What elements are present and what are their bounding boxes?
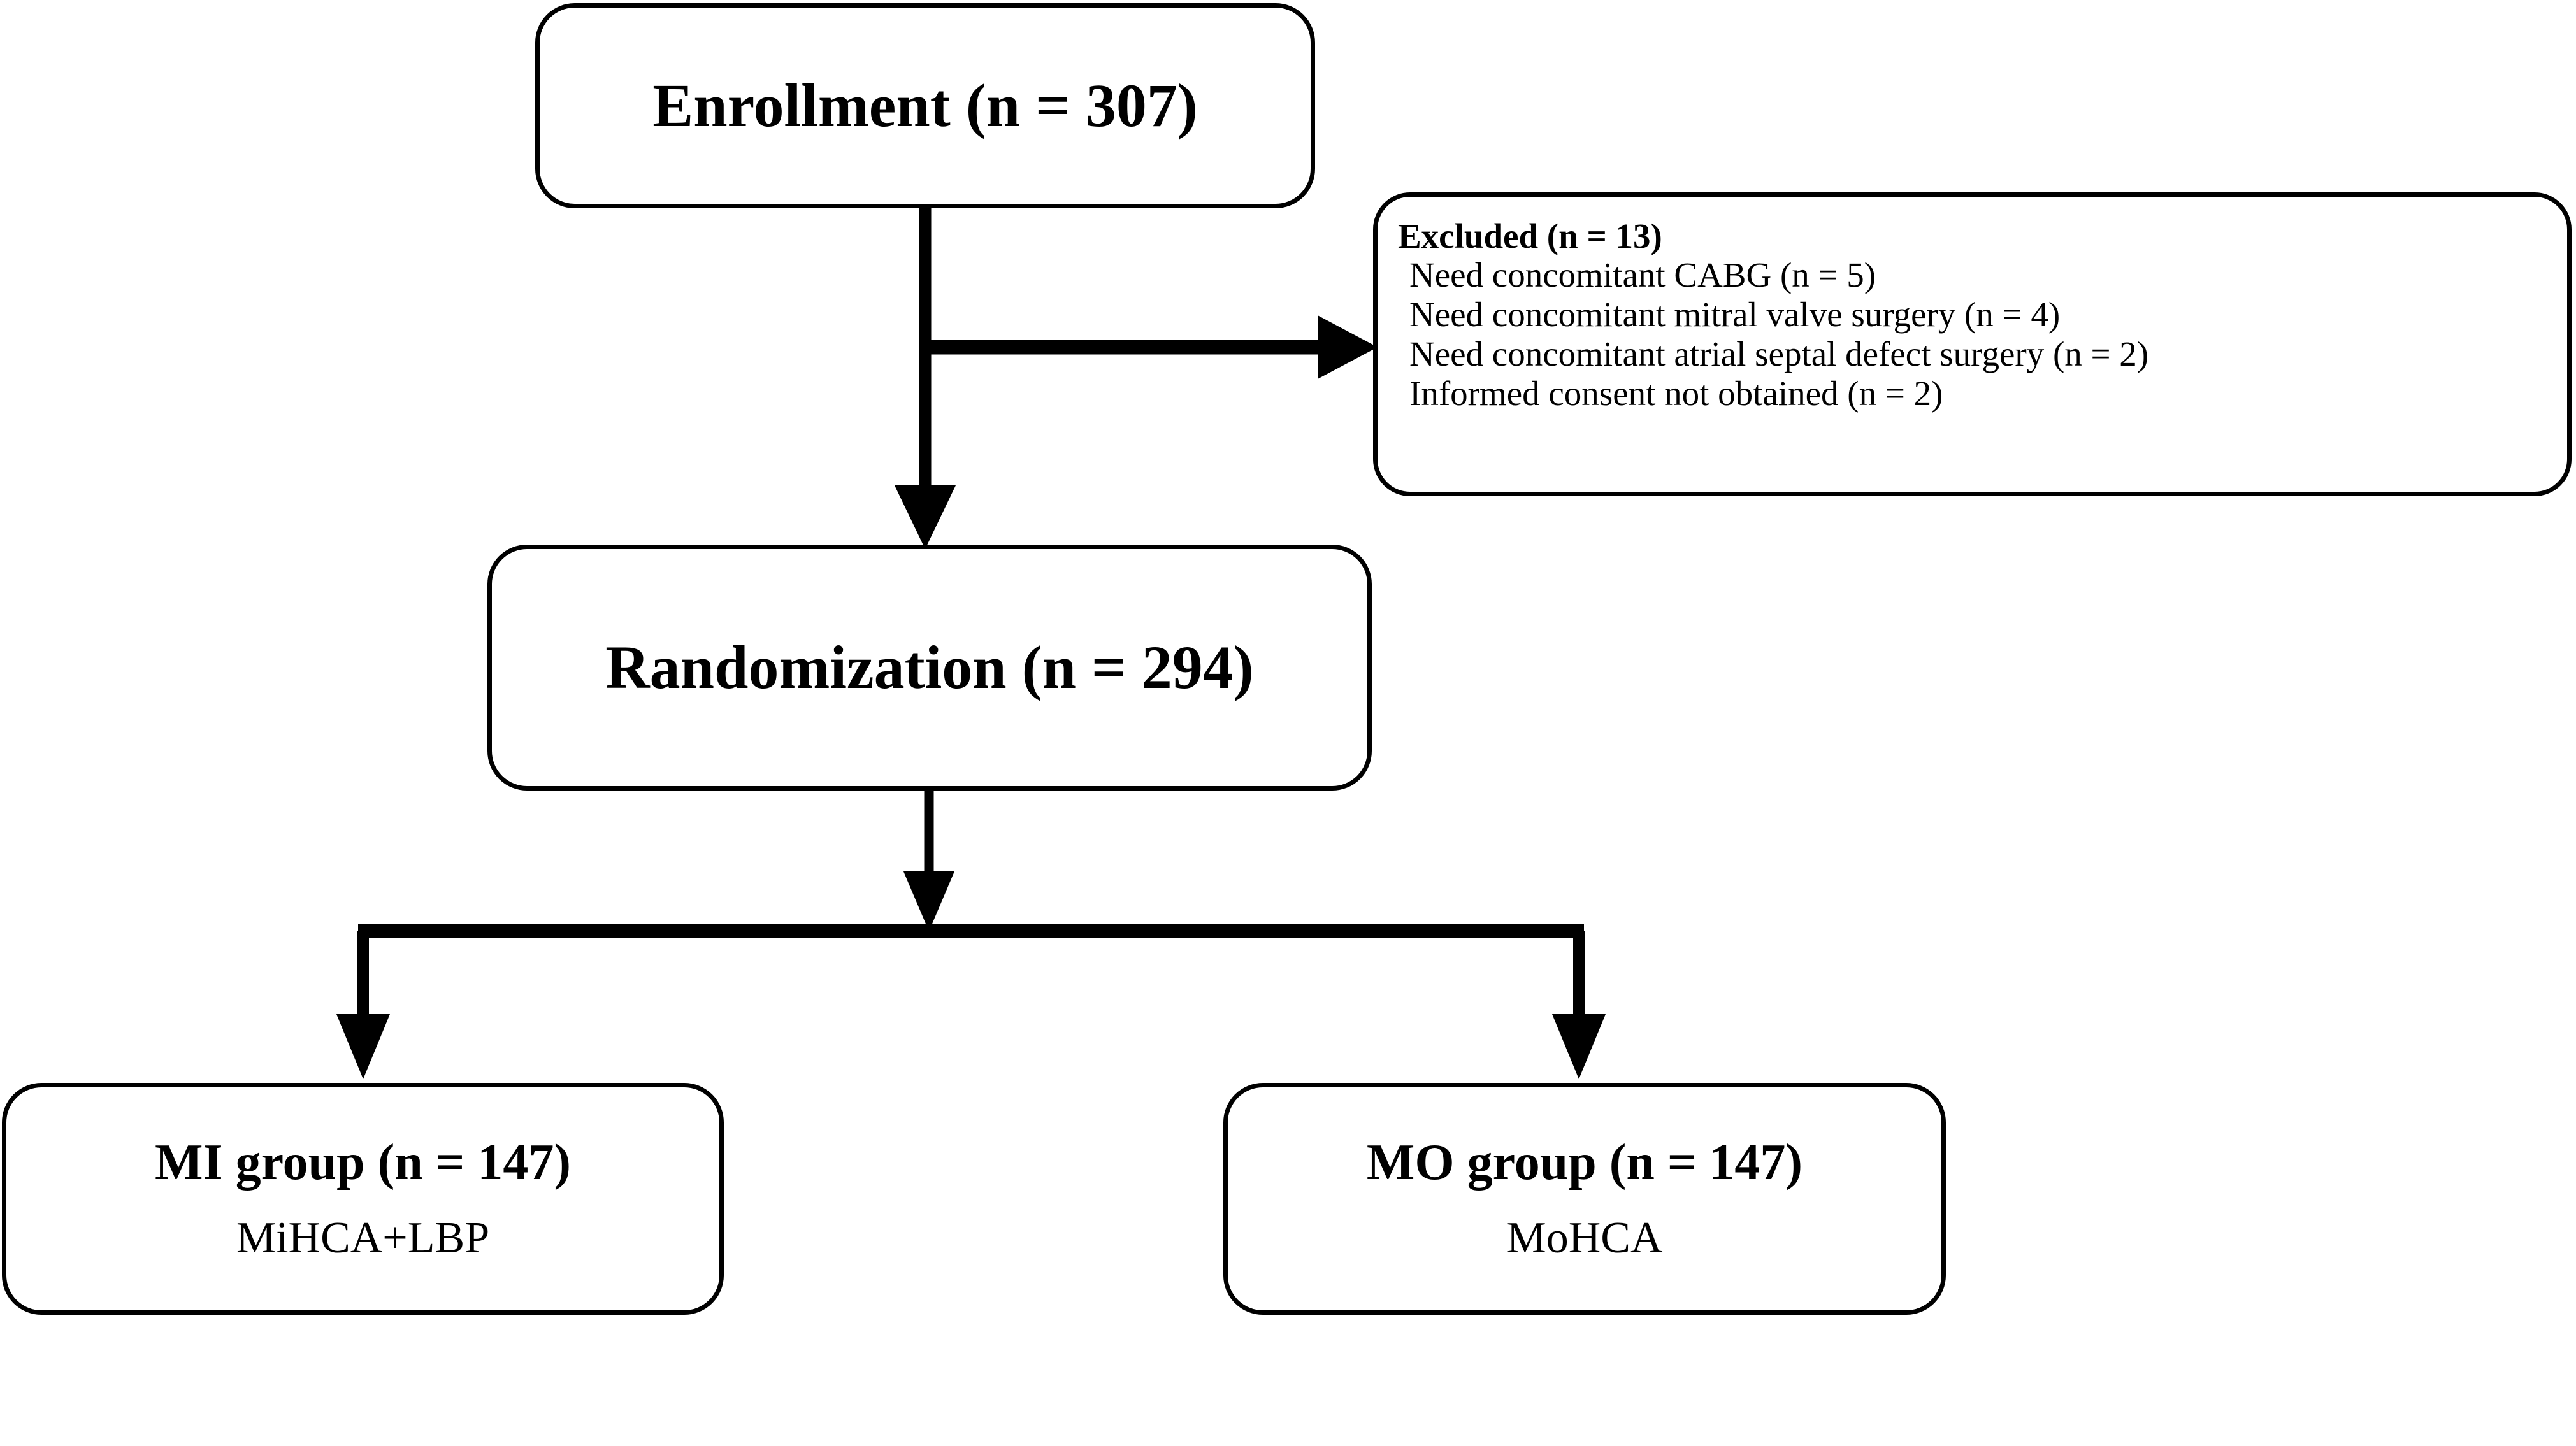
excluded-reason-item: Informed consent not obtained (n = 2) [1409,374,1943,413]
arrowhead-down-mo-group [1552,1014,1606,1079]
mo-group-node: MO group (n = 147) MoHCA [1223,1083,1946,1315]
excluded-title: Excluded (n = 13) [1398,217,1662,255]
arrowhead-down-randomization [895,485,956,549]
edge-randomization-split [336,791,1606,1079]
arrowhead-down-split [903,871,954,931]
mi-group-title: MI group (n = 147) [154,1135,572,1191]
randomization-node: Randomization (n = 294) [487,545,1372,791]
arrowhead-down-mi-group [336,1014,390,1079]
enrollment-title: Enrollment (n = 307) [652,71,1198,140]
randomization-title: Randomization (n = 294) [605,633,1254,701]
edge-enrollment-to-randomization [895,208,956,549]
arrowhead-right-excluded [1318,315,1378,379]
mo-group-subtitle: MoHCA [1506,1213,1663,1263]
excluded-node: Excluded (n = 13) Need concomitant CABG … [1373,192,2572,496]
edge-enrollment-to-excluded [925,315,1378,379]
excluded-reason-item: Need concomitant mitral valve surgery (n… [1409,295,2061,334]
mi-group-node: MI group (n = 147) MiHCA+LBP [2,1083,724,1315]
excluded-reason-item: Need concomitant CABG (n = 5) [1409,255,1876,294]
enrollment-node: Enrollment (n = 307) [535,3,1315,208]
mo-group-title: MO group (n = 147) [1366,1135,1803,1191]
mi-group-subtitle: MiHCA+LBP [236,1213,490,1263]
excluded-reason-item: Need concomitant atrial septal defect su… [1409,334,2149,373]
